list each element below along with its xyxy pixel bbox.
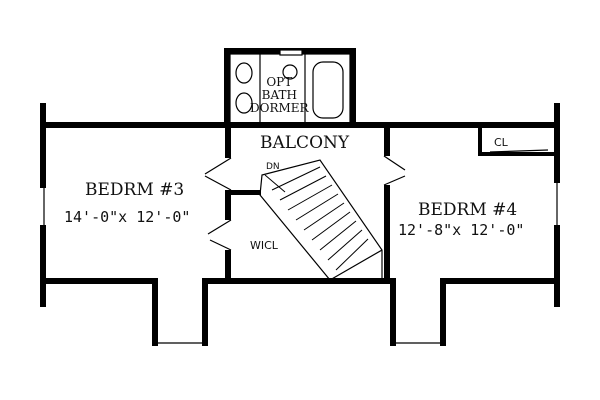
bath-label-line3: DORMER	[250, 101, 309, 115]
closet-label: CL	[494, 136, 508, 149]
bath-label-line1: OPT	[266, 75, 293, 89]
bedroom3-size: 14'-0"x 12'-0"	[64, 208, 191, 226]
opt-bath-dormer-label: OPT BATH DORMER	[250, 76, 309, 115]
fixtures	[43, 49, 558, 344]
wicl-label: WICL	[250, 239, 278, 252]
walls	[40, 48, 560, 346]
stair-treads	[264, 166, 369, 271]
balcony-label: BALCONY	[260, 133, 350, 153]
bedroom3-name: BEDRM #3	[85, 180, 185, 200]
bedroom4-name: BEDRM #4	[418, 200, 518, 220]
stair-down-label: DN	[266, 162, 280, 172]
bath-label-line2: BATH	[261, 88, 297, 102]
bedroom4-size: 12'-8"x 12'-0"	[398, 221, 525, 239]
